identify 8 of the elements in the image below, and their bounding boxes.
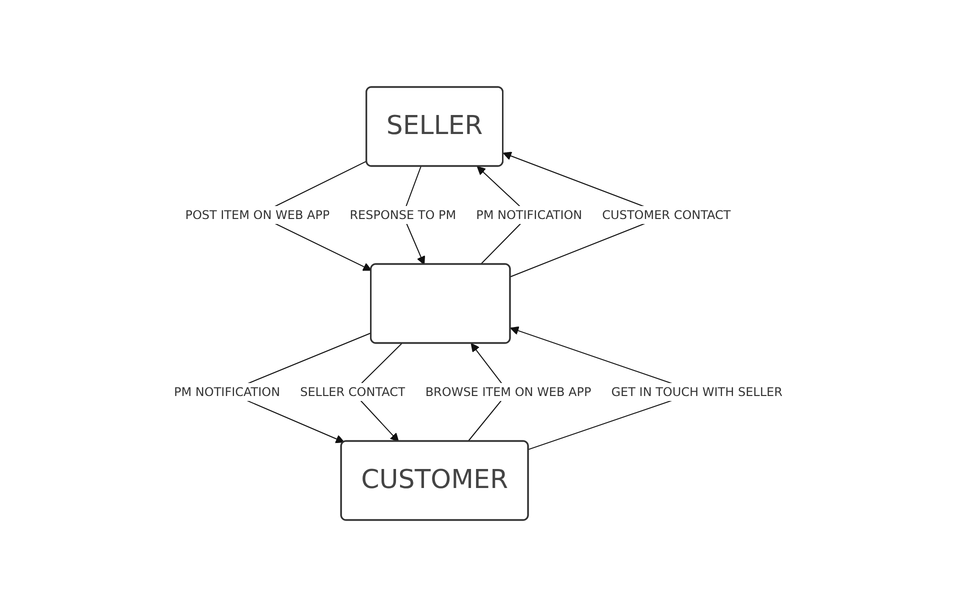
edge-label: CUSTOMER CONTACT [602, 208, 731, 222]
edge-label: SELLER CONTACT [300, 384, 406, 398]
edge-label: RESPONSE TO PM [350, 208, 456, 222]
edge-label: GET IN TOUCH WITH SELLER [612, 384, 783, 398]
edge-label: PM NOTIFICATION [174, 384, 280, 398]
edge-label: POST ITEM ON WEB APP [185, 208, 330, 222]
edge-label: PM NOTIFICATION [476, 208, 582, 222]
edge-label: BROWSE ITEM ON WEB APP [426, 384, 592, 398]
